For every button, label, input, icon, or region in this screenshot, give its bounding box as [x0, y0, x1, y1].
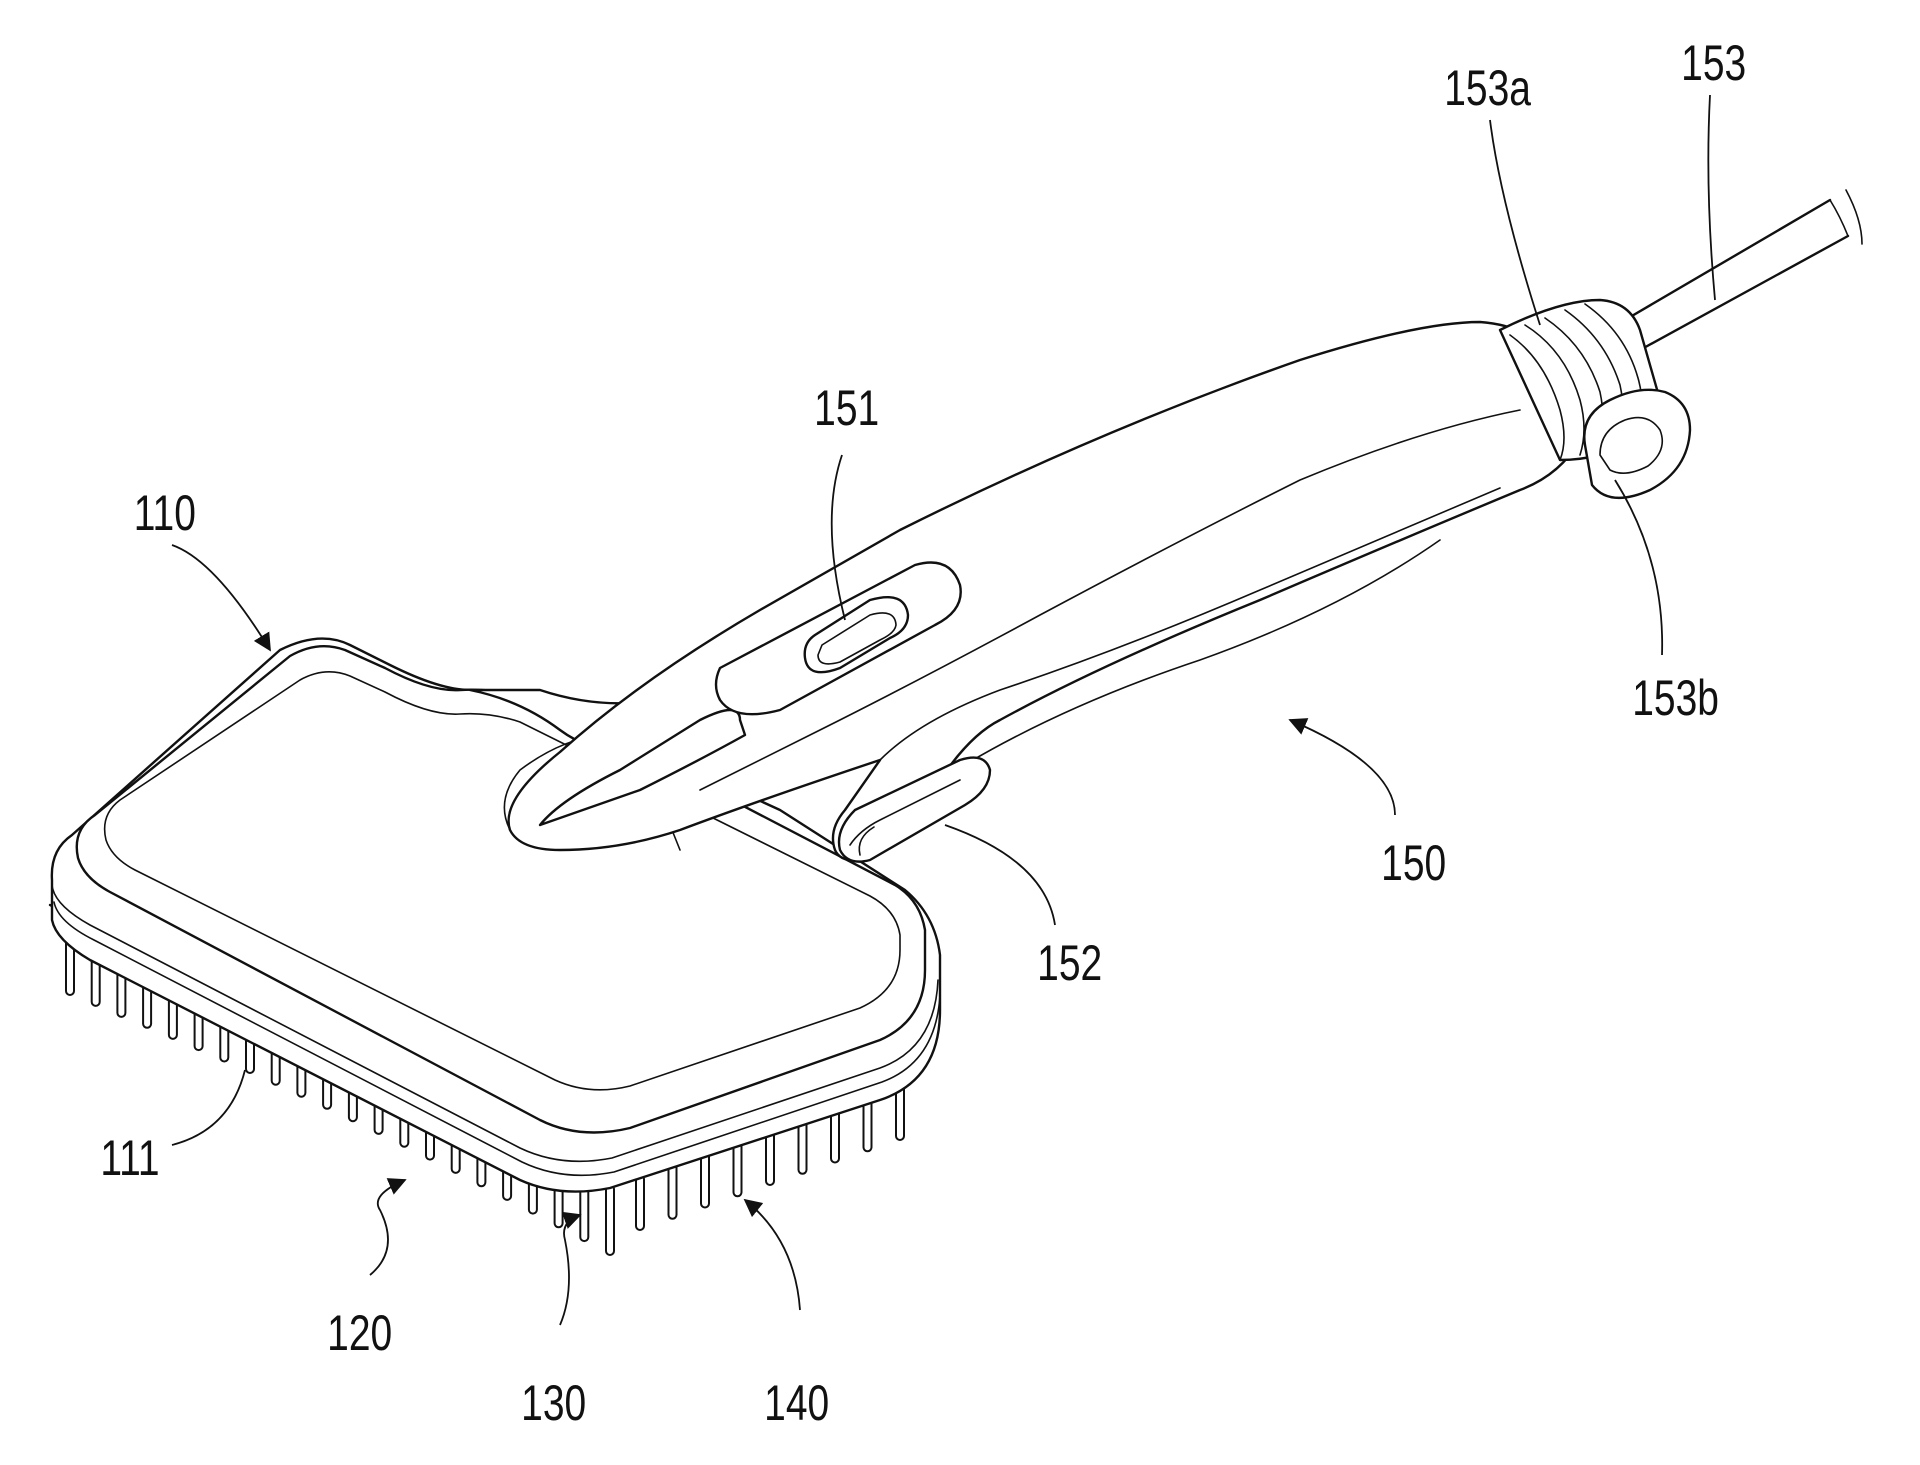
label-150: 150 [1381, 834, 1446, 891]
pin-front-21 [605, 1184, 615, 1256]
reference-labels: 110 111 120 130 140 150 151 152 153 153a… [100, 34, 1746, 1431]
label-110: 110 [134, 484, 196, 541]
label-111: 111 [100, 1129, 159, 1186]
label-153a: 153a [1444, 59, 1531, 116]
leader-lines [171, 94, 1716, 1326]
hanging-hook[interactable] [1583, 388, 1692, 500]
label-152: 152 [1037, 934, 1102, 991]
label-130: 130 [521, 1374, 586, 1431]
handle [507, 320, 1582, 863]
power-cord [1623, 189, 1863, 352]
trigger-lever[interactable] [837, 756, 992, 863]
power-switch-button[interactable] [803, 595, 910, 674]
label-140: 140 [764, 1374, 829, 1431]
pin-side-0 [635, 1174, 645, 1231]
label-151: 151 [814, 379, 879, 436]
pin-side-3 [732, 1140, 743, 1198]
label-153b: 153b [1632, 669, 1719, 726]
pin-side-4 [765, 1129, 775, 1186]
label-120: 120 [327, 1304, 392, 1361]
label-153: 153 [1681, 34, 1746, 91]
pin-side-2 [700, 1151, 710, 1209]
pin-side-1 [667, 1162, 678, 1220]
